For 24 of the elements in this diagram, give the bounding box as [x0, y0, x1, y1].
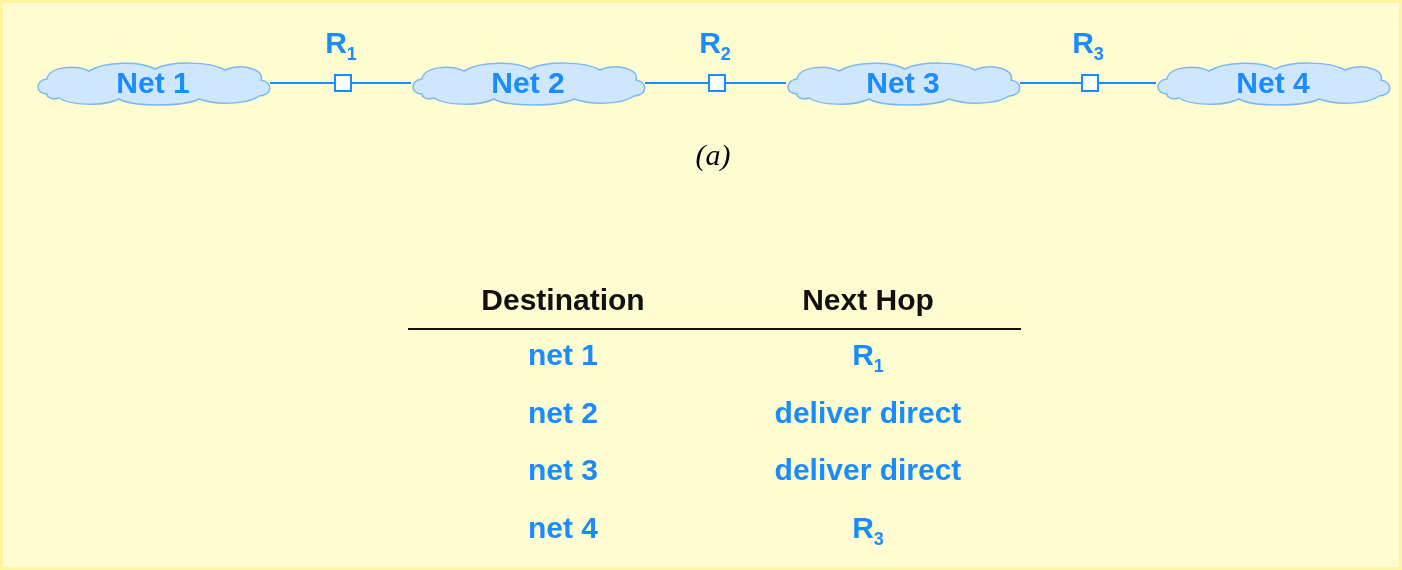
column-header: Next Hop [801, 283, 935, 317]
table-value: R$_{1}$ [851, 338, 885, 377]
network-label: Net 3 [865, 66, 941, 100]
connection-line [644, 82, 709, 84]
table-value: net 3 [527, 453, 599, 487]
table-value: deliver direct [773, 453, 963, 487]
router-label: R$_{2}$ [699, 28, 731, 66]
network-label: Net 1 [115, 66, 191, 100]
connection-line [351, 82, 412, 84]
column-header: Destination [480, 283, 646, 317]
figure-caption: (a) [694, 138, 732, 172]
connection-line [1019, 82, 1082, 84]
connection-line [1098, 82, 1157, 84]
router-label: R$_{1}$ [325, 28, 357, 66]
table-value: net 1 [527, 338, 599, 372]
connection-line [269, 82, 335, 84]
network-label: Net 4 [1235, 66, 1311, 100]
table-value: net 4 [527, 511, 599, 545]
router-label: R$_{3}$ [1072, 28, 1104, 66]
table-value: net 2 [527, 396, 599, 430]
table-value: R$_{3}$ [851, 511, 885, 550]
connection-line [725, 82, 787, 84]
network-label: Net 2 [490, 66, 566, 100]
table-value: deliver direct [773, 396, 963, 430]
